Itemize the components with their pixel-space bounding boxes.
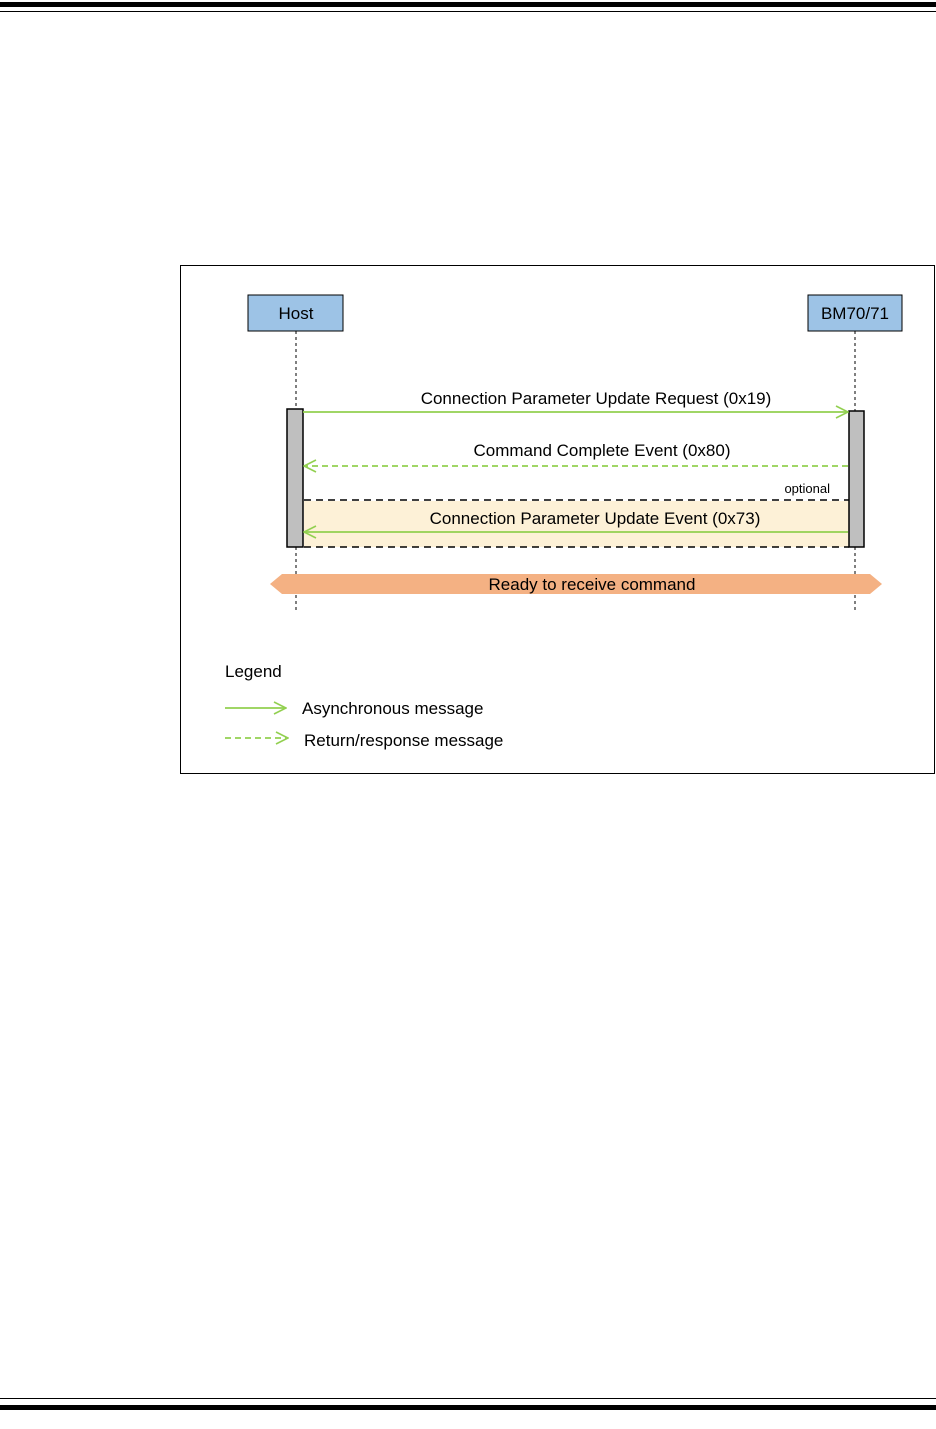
device-activation-bar: [848, 410, 865, 548]
participant-host: Host: [247, 294, 344, 332]
participant-host-label: Host: [279, 304, 314, 323]
top-thin-rule: [0, 11, 936, 12]
legend-response-label: Return/response message: [304, 731, 503, 750]
sequence-diagram: Host BM70/71 Connection Parameter Update…: [225, 294, 903, 750]
participant-device-label: BM70/71: [821, 304, 889, 323]
ready-state-label: Ready to receive command: [489, 575, 696, 594]
sequence-diagram-figure: Host BM70/71 Connection Parameter Update…: [180, 265, 935, 774]
host-activation-bar: [286, 408, 304, 548]
update-event-label: Connection Parameter Update Event (0x73): [430, 509, 761, 528]
legend-async-label: Asynchronous message: [302, 699, 483, 718]
legend-title: Legend: [225, 662, 282, 681]
bottom-thin-rule: [0, 1398, 936, 1399]
ready-state-band: [270, 574, 882, 594]
request-label: Connection Parameter Update Request (0x1…: [421, 389, 772, 408]
optional-fragment-background: [304, 501, 850, 547]
top-thick-rule: [0, 2, 936, 7]
optional-label: optional: [784, 481, 830, 496]
participant-device: BM70/71: [807, 294, 903, 332]
bottom-thick-rule: [0, 1405, 936, 1410]
command-complete-label: Command Complete Event (0x80): [473, 441, 730, 460]
